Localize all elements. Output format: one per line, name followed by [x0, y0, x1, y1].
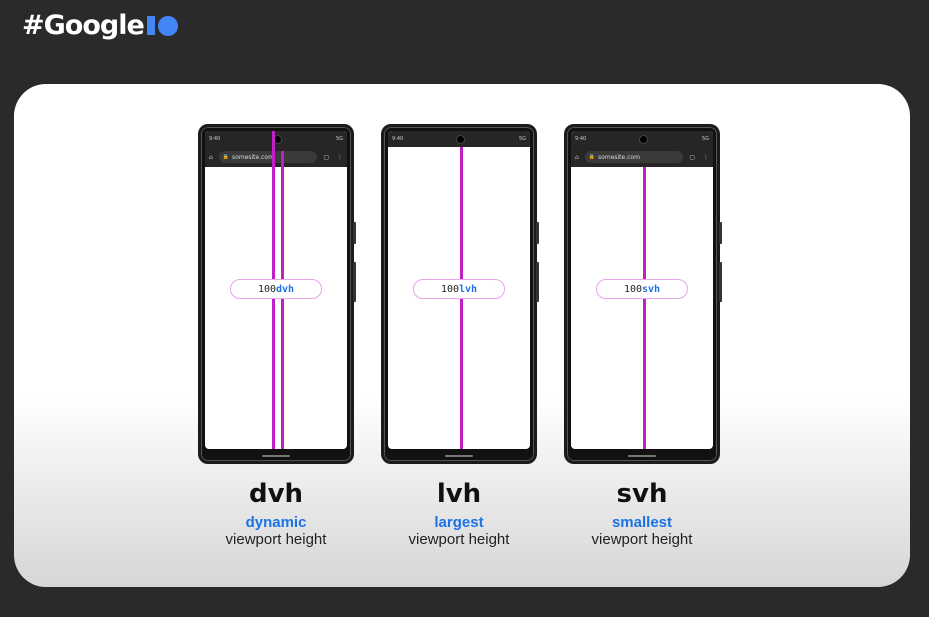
tabs-icon[interactable]: ▢ [689, 153, 695, 161]
camera-icon [456, 135, 465, 144]
viewport-line-small [281, 151, 284, 449]
value-number: 100 [623, 283, 642, 295]
value-unit: lvh [459, 283, 478, 295]
caption-dvh: dvh dynamic viewport height [176, 479, 376, 548]
caption-title: svh [616, 479, 668, 509]
caption-subtitle: viewport height [591, 531, 693, 548]
caption-lvh: lvh largest viewport height [359, 479, 559, 548]
status-signal: 5G [518, 136, 526, 142]
caption-subtitle: viewport height [225, 531, 327, 548]
caption-title: lvh [436, 479, 482, 509]
home-icon[interactable]: ⌂ [575, 153, 579, 161]
value-unit: svh [642, 283, 661, 295]
home-icon[interactable]: ⌂ [209, 153, 213, 161]
url-bar[interactable]: 🔒 somesite.com [218, 151, 318, 163]
camera-icon [639, 135, 648, 144]
browser-toolbar: ⌂ 🔒 somesite.com ▢ ⋮ [205, 147, 347, 167]
url-text: somesite.com [232, 153, 274, 161]
status-time: 9:40 [575, 136, 587, 142]
menu-icon[interactable]: ⋮ [337, 153, 343, 161]
home-indicator [445, 455, 473, 457]
status-signal: 5G [335, 136, 343, 142]
caption-keyword: smallest [611, 514, 673, 531]
status-signal: 5G [701, 136, 709, 142]
google-io-logo: #Google [22, 10, 178, 41]
url-bar[interactable]: 🔒 somesite.com [584, 151, 684, 163]
browser-toolbar: ⌂ 🔒 somesite.com ▢ ⋮ [571, 147, 713, 167]
menu-icon[interactable]: ⋮ [703, 153, 709, 161]
caption-title: dvh [248, 479, 304, 509]
lock-icon: 🔒 [588, 154, 596, 160]
url-text: somesite.com [598, 153, 640, 161]
brand-hashtag: #Google [22, 10, 145, 41]
caption-svh: svh smallest viewport height [542, 479, 742, 548]
status-time: 9:40 [392, 136, 404, 142]
value-unit: dvh [276, 283, 295, 295]
io-mark-icon [146, 15, 178, 36]
caption-keyword: largest [434, 514, 484, 531]
caption-keyword: dynamic [245, 514, 307, 531]
value-number: 100 [440, 283, 459, 295]
status-time: 9:40 [209, 136, 221, 142]
home-indicator [262, 455, 290, 457]
viewport-line [643, 167, 646, 449]
tabs-icon[interactable]: ▢ [323, 153, 329, 161]
home-indicator [628, 455, 656, 457]
value-number: 100 [257, 283, 276, 295]
caption-subtitle: viewport height [408, 531, 510, 548]
lock-icon: 🔒 [222, 154, 230, 160]
